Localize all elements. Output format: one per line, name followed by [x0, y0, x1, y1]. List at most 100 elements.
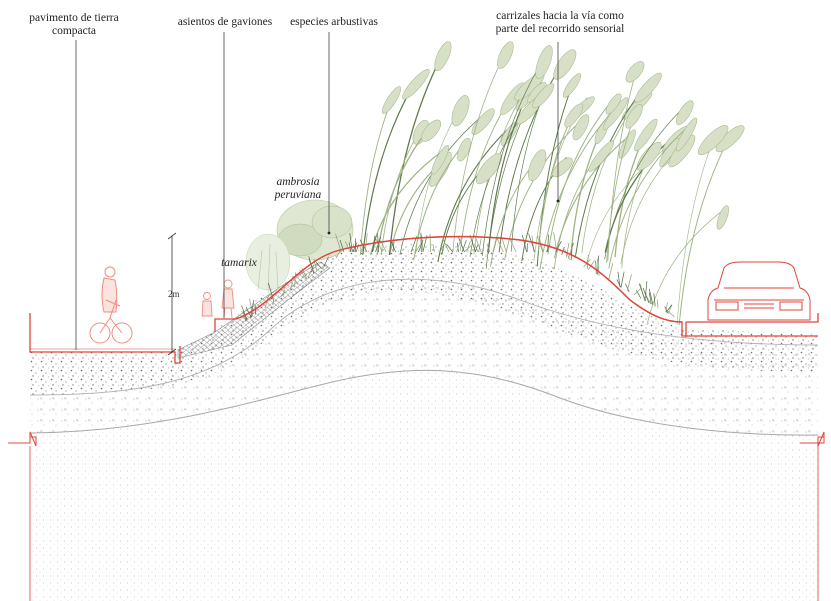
ground-cover-leaf: [466, 240, 471, 253]
ground-cover-leaf: [432, 243, 435, 253]
reed-plume: [564, 103, 584, 128]
ground-cover-leaf: [492, 237, 498, 253]
reed-plume: [562, 73, 582, 98]
reed-plume: [634, 72, 662, 103]
label-shrubs: especies arbustivas: [290, 16, 378, 28]
ground-cover-leaf: [511, 239, 513, 253]
label-ambrosia-line1: ambrosia: [276, 176, 320, 188]
ground-cover-leaf: [665, 304, 673, 313]
reed-plume: [552, 157, 573, 178]
ground-cover-leaf: [648, 292, 652, 305]
reed-plume: [716, 205, 729, 230]
reed-stalk: [504, 116, 586, 261]
reed-plume: [381, 86, 401, 114]
ground-cover-leaf: [361, 245, 364, 253]
ground-cover-leaf: [608, 263, 614, 281]
leader-lines: [75, 32, 559, 350]
reed-plume: [636, 141, 662, 171]
reed-plume: [634, 118, 658, 152]
ground-cover-leaf: [496, 237, 504, 253]
reed-plume: [625, 104, 643, 129]
ground-cover-leaf: [486, 243, 491, 253]
child-figures: [201, 279, 235, 319]
ground-cover-leaf: [307, 264, 315, 279]
gravel-layer: [29, 244, 819, 396]
reed-plume: [421, 119, 442, 142]
ground-cover-leaf: [353, 243, 355, 253]
reed-plume: [475, 153, 502, 185]
ground-cover-leaf: [665, 302, 668, 313]
reed-stalk: [437, 123, 514, 263]
ground-cover-leaf: [521, 234, 527, 253]
reed-plume: [697, 125, 729, 156]
ground-cover-leaf: [664, 306, 669, 314]
ground-cover-leaf: [653, 293, 656, 307]
ground-cover-leaf: [620, 271, 625, 288]
ground-cover-leaf: [474, 243, 479, 253]
ground-cover-leaf: [372, 236, 376, 253]
ground-cover-leaf: [567, 242, 575, 259]
ground-cover-leaf: [308, 256, 315, 274]
reed-plume: [588, 140, 615, 172]
reed-plume: [572, 114, 590, 141]
ground-cover-leaf: [294, 272, 296, 288]
ground-cover-leaf: [241, 306, 247, 322]
ground-cover-leaf: [315, 262, 322, 269]
ground-cover-leaf: [245, 306, 252, 318]
ground-cover-leaf: [625, 283, 630, 293]
reed-plume: [532, 83, 555, 109]
ground-cover-leaf: [344, 241, 351, 253]
ground-cover-leaf: [588, 260, 595, 270]
ground-cover-leaf: [656, 299, 659, 308]
reed-stalk: [369, 149, 445, 256]
ground-cover-leaf: [439, 244, 444, 253]
ground-cover-leaf: [555, 240, 562, 253]
ground-cover-leaf: [547, 234, 549, 253]
height-dimension: [167, 232, 177, 356]
reed-stalk: [547, 93, 618, 255]
ground-cover-leaf: [510, 239, 517, 253]
reed-plume: [675, 100, 694, 126]
reed-plume: [500, 121, 519, 146]
label-pavement: pavimento de tierra compacta: [4, 12, 144, 38]
reed-plume: [535, 45, 553, 80]
ground-cover-leaf: [463, 245, 472, 253]
ground-cover-leaf: [415, 244, 421, 253]
label-reeds-line2: parte del recorrido sensorial: [495, 23, 625, 35]
label-pavement-line2: compacta: [51, 25, 97, 37]
ambrosia-shrub: [276, 199, 354, 261]
ground-cover-leaf: [461, 240, 467, 253]
reed-plume: [471, 108, 495, 135]
car: [707, 261, 811, 321]
reed-plume: [402, 69, 430, 100]
reed-stalk: [608, 124, 691, 269]
ground-cover-leaf: [474, 234, 482, 253]
reed-stalk: [586, 142, 674, 265]
ground-cover-leaf: [446, 244, 453, 253]
ground-cover-leaf: [280, 289, 286, 298]
ground-cover-leaf: [478, 238, 482, 253]
tamarix-shrub: [245, 233, 291, 293]
label-pavement-line1: pavimento de tierra: [29, 12, 119, 24]
reed-plume: [625, 61, 645, 83]
ground-cover-leaf: [364, 233, 368, 253]
section-break-lines: [8, 431, 825, 601]
ground-cover-leaf: [458, 237, 465, 253]
label-ambrosia: ambrosia peruviana: [258, 176, 338, 202]
reed-vegetation: [359, 41, 745, 326]
ground-cover-leaf: [643, 293, 647, 301]
ground-cover-leaf: [469, 234, 476, 253]
reed-plume: [497, 41, 514, 69]
ground-cover-leaf: [267, 282, 275, 302]
label-ambrosia-line2: peruviana: [274, 189, 322, 201]
reed-plume: [457, 137, 471, 162]
reed-plume: [676, 117, 698, 152]
reed-plume: [434, 41, 452, 71]
reed-stalk: [607, 61, 640, 262]
ground-cover-leaf: [487, 236, 491, 253]
cyclist-figure: [89, 266, 133, 344]
ground-cover-leaf: [616, 279, 622, 288]
ground-cover-leaf: [359, 239, 368, 253]
ground-cover-leaf: [335, 233, 342, 253]
ground-cover-leaf: [250, 299, 255, 319]
